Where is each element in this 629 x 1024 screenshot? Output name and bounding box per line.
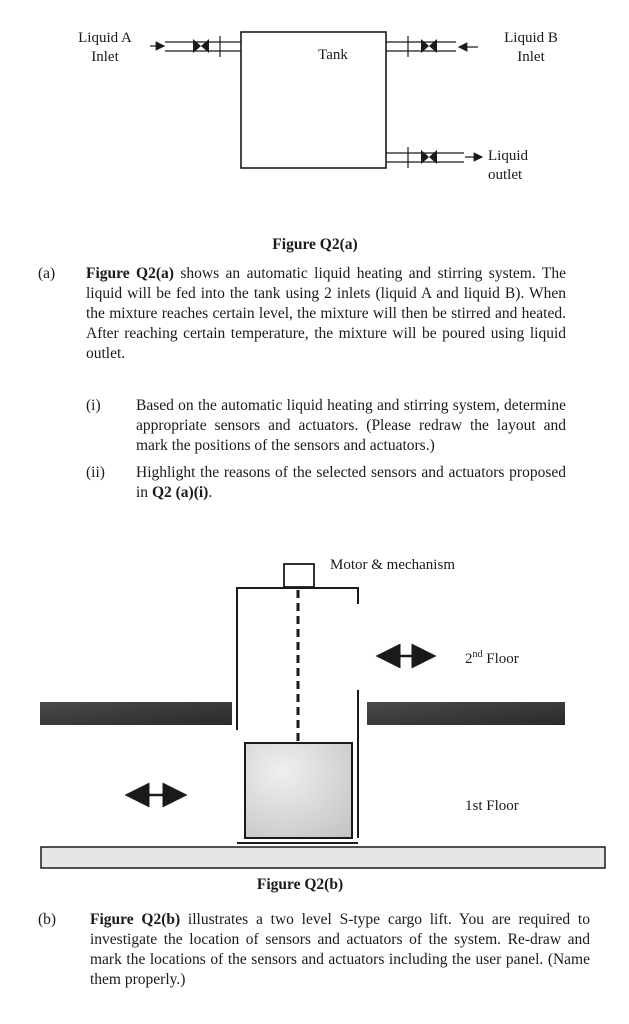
part-a-label: (a): [38, 265, 56, 282]
inlet-b-label: Liquid B Inlet: [488, 29, 574, 67]
part-a-body: shows an automatic liquid heating and st…: [86, 265, 566, 362]
outlet-valve-icon: [421, 150, 437, 164]
second-floor-suffix: nd: [472, 649, 483, 660]
figure-q2a-caption: Figure Q2(a): [272, 236, 358, 253]
inlet-b-valve-icon: [421, 39, 437, 53]
ground-floor-slab: [40, 846, 606, 869]
item-i-label: (i): [86, 397, 101, 414]
lift-car: [244, 742, 353, 839]
part-a-text: Figure Q2(a) shows an automatic liquid h…: [86, 264, 566, 364]
tank-box: [240, 31, 387, 169]
second-floor-label: 2nd Floor: [465, 645, 555, 669]
outlet-label: Liquid outlet: [488, 147, 558, 185]
second-floor-slab-left: [40, 702, 232, 725]
item-ii-label: (ii): [86, 464, 105, 481]
item-i-text: Based on the automatic liquid heating an…: [136, 397, 566, 454]
figure-q2a-diagram: [150, 31, 484, 169]
inlet-b-label-line1: Liquid B: [504, 30, 558, 46]
second-floor-number: 2: [465, 651, 473, 667]
first-floor-label: 1st Floor: [465, 798, 519, 814]
part-b-text: Figure Q2(b) illustrates a two level S-t…: [90, 910, 590, 990]
outlet-label-line2: outlet: [488, 167, 523, 183]
part-b-label: (b): [38, 911, 57, 928]
inlet-b-label-line2: Inlet: [517, 49, 545, 65]
inlet-a-label-line1: Liquid A: [78, 30, 132, 46]
inlet-a-label-line2: Inlet: [91, 49, 119, 65]
item-ii-end: .: [208, 484, 213, 501]
tank-label: Tank: [318, 47, 348, 63]
motor-label: Motor & mechanism: [330, 557, 455, 573]
part-b-body: illustrates a two level S-type cargo lif…: [90, 911, 590, 988]
item-ii-text: Highlight the reasons of the selected se…: [136, 463, 566, 503]
part-b-figure-ref: Figure Q2(b): [90, 911, 181, 928]
figure-q2b-caption: Figure Q2(b): [256, 876, 344, 893]
outlet-label-line1: Liquid: [488, 148, 528, 164]
motor-block: [283, 563, 315, 588]
second-floor-slab-right: [367, 702, 565, 725]
inlet-a-valve-icon: [193, 39, 209, 53]
part-a-figure-ref: Figure Q2(a): [86, 265, 174, 282]
item-ii-ref: Q2 (a)(i): [151, 484, 209, 501]
inlet-a-label: Liquid A Inlet: [62, 29, 148, 67]
outlet-pipe: [386, 147, 484, 168]
item-ii-body: Highlight the reasons of the selected se…: [136, 464, 566, 501]
second-floor-word: Floor: [482, 651, 519, 667]
inlet-a-pipe: [150, 36, 241, 57]
